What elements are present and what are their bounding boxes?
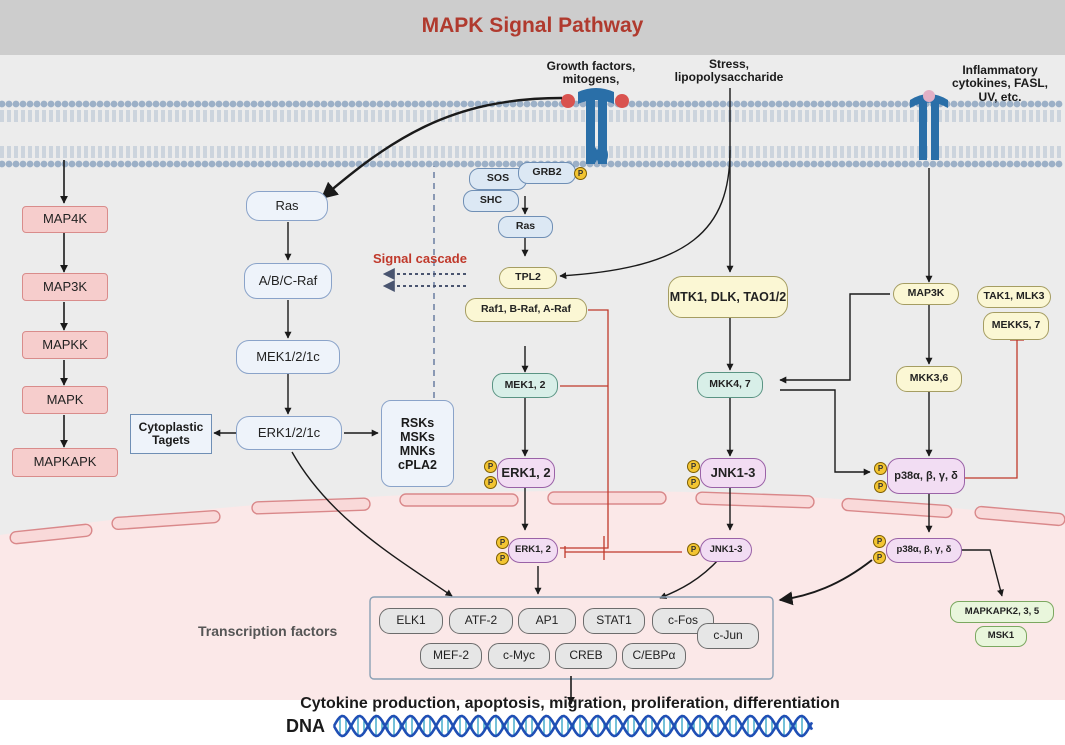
- p38-node: p38α, β, γ, δ: [887, 458, 965, 494]
- tf-cebpa: C/EBPα: [622, 643, 686, 669]
- tf-elk1: ELK1: [379, 608, 443, 634]
- erk-mek: MEK1/2/1c: [236, 340, 340, 374]
- page-title: MAPK Signal Pathway: [421, 14, 644, 37]
- mkk36-node: MKK3,6: [896, 366, 962, 392]
- shc-protein: SHC: [463, 190, 519, 212]
- tf-atf2: ATF-2: [449, 608, 513, 634]
- mek12-node: MEK1, 2: [492, 373, 558, 398]
- erk-erk: ERK1/2/1c: [236, 416, 342, 450]
- phosphate-icon: P: [496, 536, 509, 549]
- stimulus-inflammatory: Inflammatory cytokines, FASL, UV, etc.: [951, 63, 1049, 104]
- ras-protein: Ras: [498, 216, 553, 238]
- phosphate-icon: P: [687, 460, 700, 473]
- phosphate-icon: P: [574, 167, 587, 180]
- tf-cmyc: c-Myc: [488, 643, 550, 669]
- sos-protein: SOS: [469, 168, 527, 190]
- tf-stat1: STAT1: [583, 608, 645, 634]
- tf-cfos: c-Fos: [652, 608, 714, 634]
- tf-creb: CREB: [555, 643, 617, 669]
- transcription-factors-label: Transcription factors: [198, 623, 338, 639]
- erk-raf: A/B/C-Raf: [244, 263, 332, 299]
- grb2-protein: GRB2: [518, 162, 576, 184]
- cascade-map3k: MAP3K: [22, 273, 108, 301]
- cascade-mapk: MAPK: [22, 386, 108, 414]
- nuclear-envelope: [9, 491, 1065, 545]
- erk-substrates: RSKs MSKs MNKs cPLA2: [381, 400, 454, 487]
- erk-ras: Ras: [246, 191, 328, 221]
- phosphate-icon: P: [484, 476, 497, 489]
- stimulus-stress: Stress, lipopolysaccharide: [674, 57, 784, 85]
- mekk57-node: MEKK5, 7: [983, 312, 1049, 340]
- phosphate-icon: P: [874, 480, 887, 493]
- jnk13-node: JNK1-3: [700, 458, 766, 488]
- phosphate-icon: P: [496, 552, 509, 565]
- cascade-mapkapk: MAPKAPK: [12, 448, 118, 477]
- tpl2-node: TPL2: [499, 267, 557, 289]
- phosphate-icon: P: [687, 476, 700, 489]
- mkk47-node: MKK4, 7: [697, 372, 763, 398]
- plasma-membrane: [0, 100, 1063, 168]
- outcome-text: Cytokine production, apoptosis, migratio…: [300, 695, 840, 712]
- mapkapk-node: MAPKAPK2, 3, 5: [950, 601, 1054, 623]
- jnk13-nuclear-node: JNK1-3: [700, 538, 752, 562]
- erk12-nuclear-node: ERK1, 2: [508, 538, 558, 563]
- stimulus-growth-factors: Growth factors, mitogens,: [546, 59, 636, 87]
- erk12-node: ERK1, 2: [497, 458, 555, 488]
- signal-cascade-label: Signal cascade: [373, 251, 467, 266]
- mtk1-dlk-tao-node: MTK1, DLK, TAO1/2: [668, 276, 788, 318]
- tf-mef2: MEF-2: [420, 643, 482, 669]
- msk1-node: MSK1: [975, 626, 1027, 647]
- phosphate-icon: P: [873, 535, 886, 548]
- header-band: [0, 0, 1065, 55]
- tf-ap1: AP1: [518, 608, 576, 634]
- dna-helix: [332, 714, 814, 738]
- cytoplastic-targets: Cytoplastic Tagets: [130, 414, 212, 454]
- cascade-map4k: MAP4K: [22, 206, 108, 233]
- cascade-mapkk: MAPKK: [22, 331, 108, 359]
- phosphate-icon: P: [687, 543, 700, 556]
- phosphate-icon: P: [874, 462, 887, 475]
- raf-isoforms-node: Raf1, B-Raf, A-Raf: [465, 298, 587, 322]
- tf-cjun: c-Jun: [697, 623, 759, 649]
- dna-label: DNA: [286, 716, 325, 736]
- phosphate-icon: P: [873, 551, 886, 564]
- map3k-node: MAP3K: [893, 283, 959, 305]
- phosphate-icon: P: [484, 460, 497, 473]
- tak1-mlk3-node: TAK1, MLK3: [977, 286, 1051, 308]
- cytokine-receptor: [910, 90, 948, 160]
- p38-nuclear-node: p38α, β, γ, δ: [886, 538, 962, 563]
- growth-factor-receptor: [561, 88, 629, 164]
